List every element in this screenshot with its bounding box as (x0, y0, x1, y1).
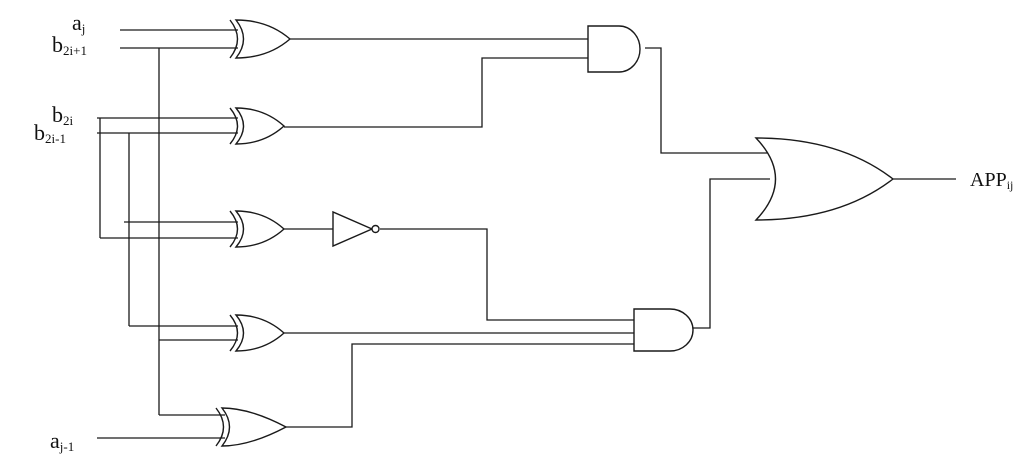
input-label-b-2i-minus-1: b2i-1 (34, 120, 66, 146)
input-label-b-2i-plus-1: b2i+1 (52, 32, 87, 58)
and-gate-2 (633, 308, 694, 352)
input-label-a-j: aj (72, 10, 85, 36)
internal-wires (284, 38, 956, 428)
input-label-b-2i: b2i (52, 102, 74, 128)
xor-gate-1 (229, 19, 292, 59)
xor-gate-2 (229, 107, 286, 145)
xor-gate-4 (229, 314, 286, 352)
and-gate-1 (587, 25, 641, 73)
xor-gate-5 (215, 407, 288, 447)
input-label-a-j-minus-1: aj-1 (50, 428, 74, 454)
input-wires (97, 29, 238, 439)
xor-gate-3 (229, 210, 286, 248)
or-gate (754, 137, 895, 221)
not-gate (332, 210, 380, 248)
output-label-app-ij: APPij (970, 169, 1013, 192)
